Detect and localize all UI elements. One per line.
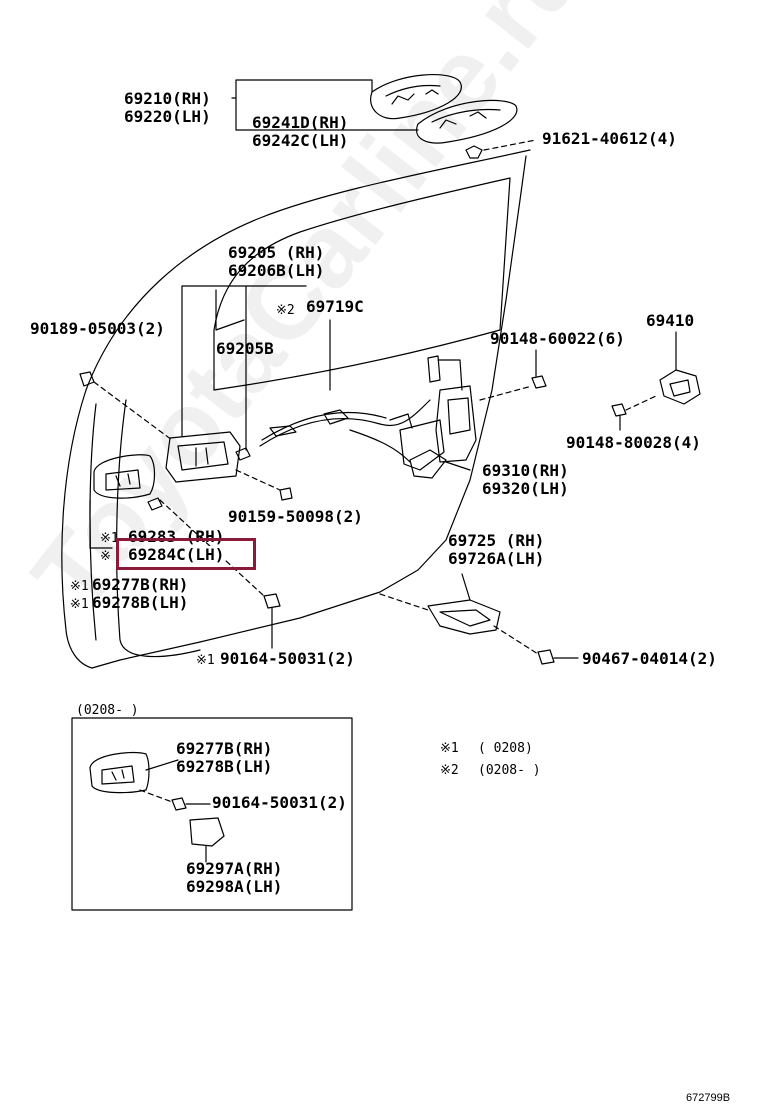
label-69210: 69210(RH) [124, 89, 211, 108]
label-90189: 90189-05003(2) [30, 319, 165, 338]
label-69725: 69725 (RH) [448, 531, 545, 550]
label-90148-80028: 90148-80028(4) [566, 433, 701, 452]
screw-90148-80028 [611, 395, 657, 431]
leader-69205b [215, 289, 245, 331]
inset-label-69298a: 69298A(LH) [186, 877, 283, 896]
bolt-90467 [493, 625, 579, 665]
label-90467: 90467-04014(2) [582, 649, 717, 668]
lock-cables [259, 355, 463, 463]
label-69220: 69220(LH) [124, 107, 211, 126]
inset-label-69297a: 69297A(RH) [186, 859, 283, 878]
label-90159: 90159-50098(2) [228, 507, 363, 526]
ref-mark-2-a: ※2 [276, 303, 295, 318]
label-69410: 69410 [646, 311, 695, 330]
inset-label-69277b: 69277B(RH) [176, 739, 273, 758]
label-90148-60022: 90148-60022(6) [490, 329, 625, 348]
outer-handle [370, 74, 518, 144]
screw-90159 [235, 469, 293, 501]
door-striker [659, 331, 701, 405]
ref-mark-b: ※ [100, 549, 111, 564]
screw-91621 [465, 139, 537, 159]
label-69284c: 69284C(LH) [128, 545, 225, 564]
screw-69205b [235, 447, 251, 461]
label-69726a: 69726A(LH) [448, 549, 545, 568]
label-69205b: 69205B [216, 339, 274, 358]
door-panel-outline [61, 149, 531, 669]
screw-90164 [159, 499, 281, 649]
bolt-90189 [79, 371, 173, 441]
door-check [379, 573, 501, 635]
screw-90148-60022 [479, 349, 547, 401]
legend-text-1: ( 0208) [478, 741, 533, 756]
label-69719c: 69719C [306, 297, 364, 316]
label-69206b: 69206B(LH) [228, 261, 325, 280]
inset-label-90164: 90164-50031(2) [212, 793, 347, 812]
ref-mark-1-a: ※1 [100, 531, 119, 546]
label-69277b: 69277B(RH) [92, 575, 189, 594]
ref-mark-1-b: ※1 [70, 579, 89, 594]
label-69241d: 69241D(RH) [252, 113, 349, 132]
door-lock-assembly [389, 385, 477, 479]
label-69242c: 69242C(LH) [252, 131, 349, 150]
inset-box [71, 717, 353, 911]
label-69310: 69310(RH) [482, 461, 569, 480]
diagram-id: 672799B [686, 1092, 731, 1104]
leader-69210 [231, 79, 419, 131]
handle-bezel [93, 454, 156, 499]
inset-date-range: (0208- ) [76, 703, 139, 718]
screw-69283 [89, 497, 163, 549]
legend-text-2: (0208- ) [478, 763, 541, 778]
highlight-box [116, 538, 256, 570]
label-91621: 91621-40612(4) [542, 129, 677, 148]
label-69320: 69320(LH) [482, 479, 569, 498]
inset-label-69278b: 69278B(LH) [176, 757, 273, 776]
label-69278b: 69278B(LH) [92, 593, 189, 612]
legend-mark-2: ※2 [440, 763, 459, 778]
leader-69205 [181, 285, 307, 451]
legend-mark-1: ※1 [440, 741, 459, 756]
ref-mark-1-c: ※1 [70, 597, 89, 612]
label-90164: 90164-50031(2) [220, 649, 355, 668]
label-69205: 69205 (RH) [228, 243, 325, 262]
inner-handle-frame [165, 431, 241, 483]
ref-mark-1-d: ※1 [196, 653, 215, 668]
